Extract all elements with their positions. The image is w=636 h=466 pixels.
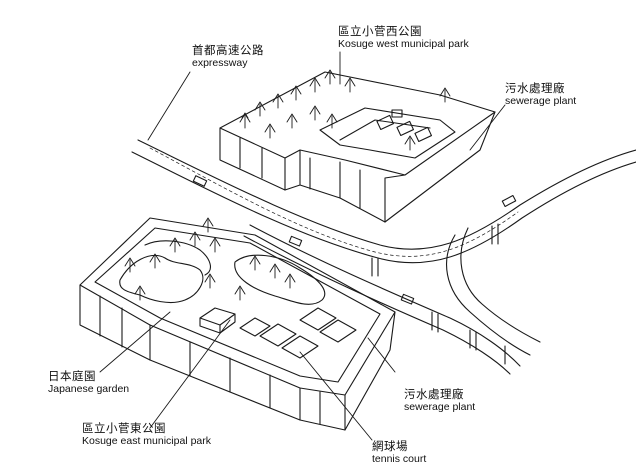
sewerage-bottom-zh: 污水處理廠 [404,387,464,401]
tennis-courts [239,307,357,359]
japanese-garden-en: Japanese garden [48,383,130,396]
east-park-block [79,217,396,431]
expressway-deck [131,139,636,375]
tennis-en: tennis court [372,453,427,466]
label-east-park: 區立小菅東公園 Kosuge east municipal park [82,421,211,448]
label-west-park: 區立小菅西公園 Kosuge west municipal park [338,24,469,51]
label-expressway: 首都高速公路 expressway [192,43,264,70]
west-park-en: Kosuge west municipal park [338,38,469,51]
expressway-zh: 首都高速公路 [192,43,264,57]
leader-lines [99,51,506,441]
east-park-en: Kosuge east municipal park [82,435,211,448]
label-japanese-garden: 日本庭園 Japanese garden [48,369,130,396]
tennis-zh: 網球場 [372,439,408,453]
label-sewerage-top: 污水處理廠 sewerage plant [505,81,577,108]
japanese-garden-zh: 日本庭園 [48,369,96,383]
expressway-en: expressway [192,57,248,70]
sewerage-bottom-en: sewerage plant [404,401,476,414]
sewerage-top-en: sewerage plant [505,95,577,108]
sewerage-top-zh: 污水處理廠 [505,81,565,95]
label-tennis-court: 網球場 tennis court [372,439,427,466]
west-park-zh: 區立小菅西公園 [338,24,422,38]
label-sewerage-bottom: 污水處理廠 sewerage plant [404,387,476,414]
east-park-zh: 區立小菅東公園 [82,421,166,435]
